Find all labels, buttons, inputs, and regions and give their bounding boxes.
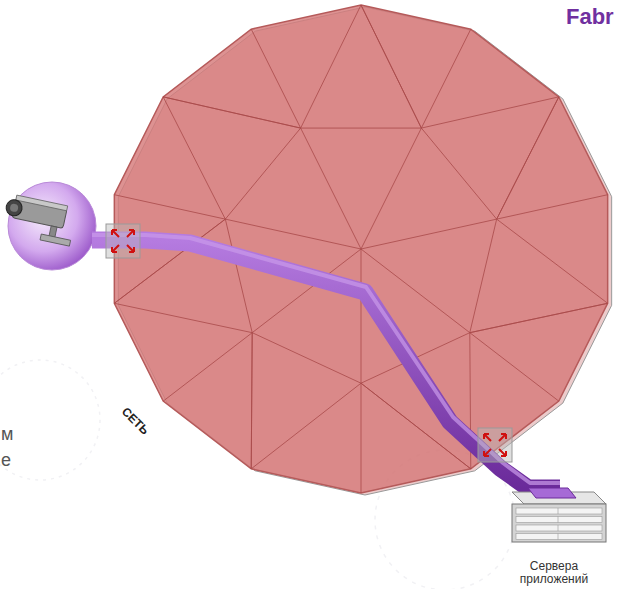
data-pipe xyxy=(92,235,560,488)
server-node: Сервера приложений xyxy=(498,478,610,588)
gateway-square xyxy=(478,428,512,462)
server-rack xyxy=(498,478,610,548)
title-fragment: Fabr xyxy=(566,4,614,30)
text-fragment: е xyxy=(1,450,11,471)
region-label: СЕТЬ xyxy=(119,405,152,438)
server-caption: Сервера приложений xyxy=(498,560,610,586)
camera-bubble xyxy=(1,182,96,270)
camera-icon xyxy=(1,193,78,246)
gateway-square xyxy=(106,224,140,258)
text-fragment: м xyxy=(1,424,13,445)
